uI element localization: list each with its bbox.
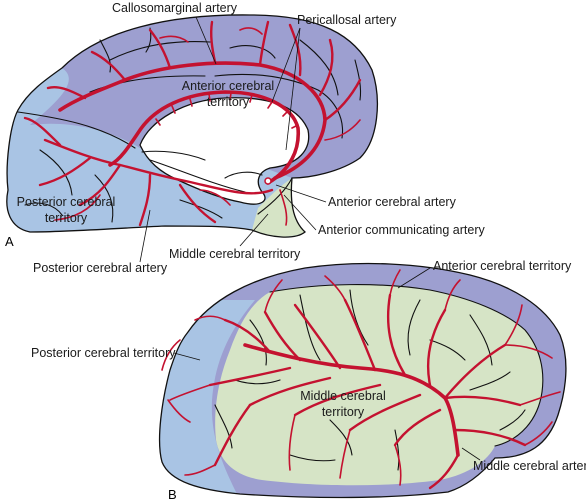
brain-outline-a	[6, 14, 378, 238]
label-posterior-cerebral-territory-b: Posterior cerebral territory	[31, 346, 176, 360]
label-anterior-cerebral-territory-b: Anterior cerebral territory	[433, 259, 572, 273]
sulci-b	[214, 289, 526, 471]
arteries-a	[23, 20, 362, 227]
label-middle-cerebral-artery: Middle cerebral artery	[473, 459, 586, 473]
label-posterior-cerebral-territory-a-1: Posterior cerebral	[17, 195, 116, 209]
label-anterior-communicating-artery: Anterior communicating artery	[318, 223, 485, 237]
pericallosal-artery-vessel	[108, 90, 301, 185]
anterior-cerebral-artery-origin	[264, 177, 272, 185]
label-middle-cerebral-territory-a: Middle cerebral territory	[169, 247, 301, 261]
sulci-a	[24, 27, 362, 223]
panel-label-a: A	[5, 234, 14, 249]
label-anterior-cerebral-territory-a-2: territory	[207, 95, 250, 109]
middle-cerebral-artery-vessel	[243, 343, 460, 457]
brain-outline-b	[158, 262, 567, 499]
label-callosomarginal-artery: Callosomarginal artery	[112, 1, 238, 15]
panel-a-medial-view: Callosomarginal artery Pericallosal arte…	[5, 1, 485, 275]
corpus-callosum-cutout	[139, 97, 310, 205]
label-anterior-cerebral-artery: Anterior cerebral artery	[328, 195, 457, 209]
panel-label-b: B	[168, 487, 177, 502]
label-middle-cerebral-territory-b-1: Middle cerebral	[300, 389, 385, 403]
label-pericallosal-artery: Pericallosal artery	[297, 13, 397, 27]
panel-b-lateral-view: Anterior cerebral territory Posterior ce…	[31, 259, 586, 502]
posterior-cerebral-artery-vessel	[43, 138, 274, 195]
label-middle-cerebral-territory-b-2: territory	[322, 405, 365, 419]
label-anterior-cerebral-territory-a-1: Anterior cerebral	[182, 79, 274, 93]
arteries-b	[161, 269, 561, 490]
label-posterior-cerebral-artery: Posterior cerebral artery	[33, 261, 168, 275]
label-posterior-cerebral-territory-a-2: territory	[45, 211, 88, 225]
